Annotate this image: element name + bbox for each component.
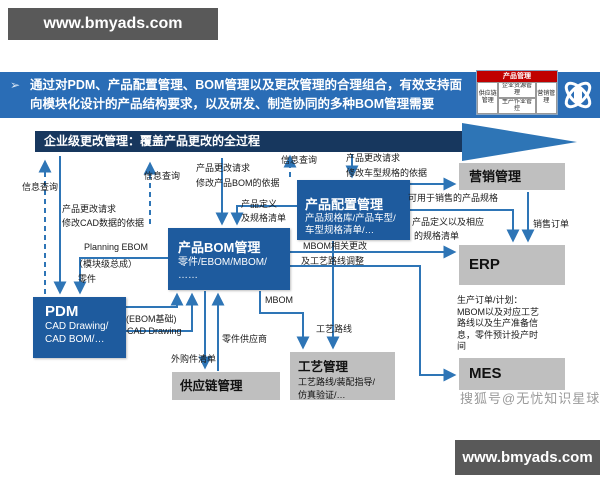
header-title-line2: 向模块化设计的产品结构要求，以及研发、制造协同的多种BOM管理需要	[30, 96, 435, 111]
mini-product-mgmt-diagram: 产品管理 供应链管理 企业资源管理 生产作业管控 营销管理	[476, 70, 558, 115]
label-cad-basis: 修改CAD数据的依据	[62, 218, 145, 228]
product-bom-title: 产品BOM管理	[178, 240, 261, 255]
top-site-banner: www.bmyads.com	[8, 8, 218, 40]
label-module-assembly: （模块级总成）	[74, 259, 138, 269]
mini-cell-erp: 企业资源管理	[498, 82, 536, 98]
banner-arrowhead	[462, 123, 577, 161]
supply-chain-box: 供应链管理	[172, 372, 280, 400]
process-mgmt-box: 工艺管理 工艺路线/装配指导/ 仿真验证/…	[290, 352, 395, 400]
label-prod-order-title: 生产订单/计划：	[457, 295, 523, 305]
connector-pdm-to-bom-caddrawing	[126, 292, 199, 332]
label-change-request-pdm: 产品更改请求	[62, 204, 117, 214]
pdm-box: PDM CAD Drawing/ CAD BOM/…	[33, 297, 126, 358]
label-change-request-config: 产品更改请求	[346, 153, 401, 163]
label-product-def-spec2: 的规格清单	[414, 231, 460, 241]
label-change-request-bom: 产品更改请求	[196, 163, 251, 173]
process-mgmt-title: 工艺管理	[298, 360, 349, 374]
label-prod-order-detail: MBOM以及对应工艺路线以及生产准备信息，零件预计投产时间	[457, 307, 539, 351]
label-bom-basis: 修改产品BOM的依据	[196, 178, 280, 188]
label-sellable-spec: 可用于销售的产品规格	[408, 193, 499, 203]
mini-cell-marketing: 营销管理	[535, 82, 557, 114]
product-config-box: 产品配置管理 产品规格库/产品车型/ 车型规格清单/…	[297, 180, 410, 240]
product-config-title: 产品配置管理	[305, 197, 384, 212]
label-product-def: 产品定义	[241, 199, 278, 209]
pdm-line1: CAD Drawing/	[45, 321, 109, 332]
product-bom-line1: 零件/EBOM/MBOM/	[178, 257, 267, 268]
label-parts: 零件	[78, 274, 97, 284]
label-mbom-change2: 及工艺路线调整	[301, 256, 365, 266]
process-mgmt-line1: 工艺路线/装配指导/	[298, 377, 376, 387]
erp-box: ERP	[459, 245, 565, 285]
label-ebom-base: (EBOM基础)	[126, 314, 177, 324]
process-mgmt-line2: 仿真验证/…	[298, 390, 346, 400]
label-cad-drawing: CAD Drawing	[127, 326, 182, 336]
connector-bom-to-mes	[290, 265, 457, 382]
change-mgmt-banner: 企业级更改管理：覆盖产品更改的全过程	[35, 131, 471, 152]
label-mbom-change1: MBOM相关更改	[303, 241, 367, 251]
connector-bom-to-pdm	[73, 257, 168, 295]
pdm-line2: CAD BOM/…	[45, 334, 105, 345]
product-config-line2: 车型规格清单/…	[305, 225, 375, 237]
pdm-title: PDM	[45, 303, 79, 320]
product-bom-box: 产品BOM管理 零件/EBOM/MBOM/ ……	[168, 228, 290, 290]
header-title-line1: 通过对PDM、产品配置管理、BOM管理以及更改管理的合理组合，有效支持面	[30, 78, 462, 92]
label-mbom: MBOM	[265, 295, 293, 305]
label-sales-order: 销售订单	[533, 219, 570, 229]
connector-bom-to-process	[259, 291, 310, 350]
watermark: 搜狐号@无忧知识星球	[460, 391, 600, 406]
label-spec-list: 及规格清单	[241, 213, 287, 223]
label-info-query-mid: 信息查询	[144, 171, 181, 181]
label-model-spec-basis: 修改车型规格的依据	[346, 168, 428, 178]
connector-pdm-to-bom-cadbom	[126, 292, 184, 308]
label-purchased-parts: 外购件清单	[171, 354, 217, 364]
label-parts-supplier: 零件供应商	[222, 334, 268, 344]
connector-config-to-bom	[230, 205, 297, 226]
mini-cell-supply-chain: 供应链管理	[477, 82, 499, 114]
label-product-def-spec1: 产品定义以及相应	[412, 217, 485, 227]
connector-config-to-erp	[410, 209, 520, 243]
label-planning-ebom: Planning EBOM	[84, 242, 149, 252]
bullet-arrow-icon: ➢	[10, 78, 21, 92]
bottom-site-banner: www.bmyads.com	[455, 440, 600, 475]
mini-title: 产品管理	[477, 71, 557, 82]
product-bom-line2: ……	[178, 270, 198, 281]
marketing-box: 营销管理	[459, 163, 565, 190]
label-cad-bom: CAD BOM	[128, 298, 171, 308]
product-config-line1: 产品规格库/产品车型/	[305, 213, 396, 224]
label-info-query-left: 信息查询	[22, 182, 59, 192]
mes-box: MES	[459, 358, 565, 390]
label-process-route: 工艺路线	[316, 324, 353, 334]
atom-logo-icon	[564, 81, 592, 109]
mini-cell-production: 生产作业管控	[498, 98, 536, 114]
label-info-query-right: 信息查询	[281, 155, 318, 165]
